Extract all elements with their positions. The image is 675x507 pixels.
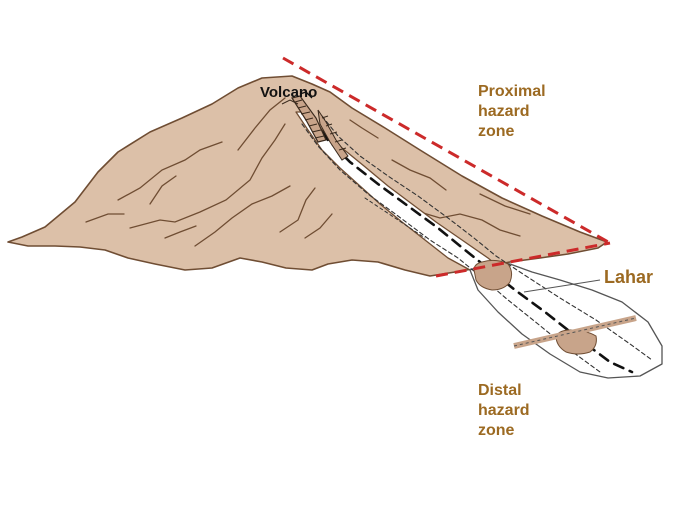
distal-zone-line-1: Distal xyxy=(478,382,522,399)
proximal-hazard-boundary xyxy=(282,56,611,278)
volcano-mountain xyxy=(7,75,608,277)
distal-zone-label: Distal hazard zone xyxy=(478,382,534,439)
distal-cross-section xyxy=(513,315,637,349)
proximal-zone-line-3: zone xyxy=(478,123,515,140)
volcano-label: Volcano xyxy=(260,84,317,101)
mountain-ridge-lines xyxy=(85,97,531,247)
distal-flow-fan xyxy=(469,261,663,379)
lahar-label: Lahar xyxy=(604,267,653,287)
proximal-zone-line-1: Proximal xyxy=(478,83,546,100)
proximal-zone-line-2: hazard xyxy=(478,103,530,120)
lahar-pointer-line xyxy=(523,279,601,293)
distal-zone-line-2: hazard xyxy=(478,402,530,419)
crater-vent xyxy=(281,91,349,161)
proximal-zone-label: Proximal hazard zone xyxy=(478,83,550,140)
distal-zone-line-3: zone xyxy=(478,422,515,439)
